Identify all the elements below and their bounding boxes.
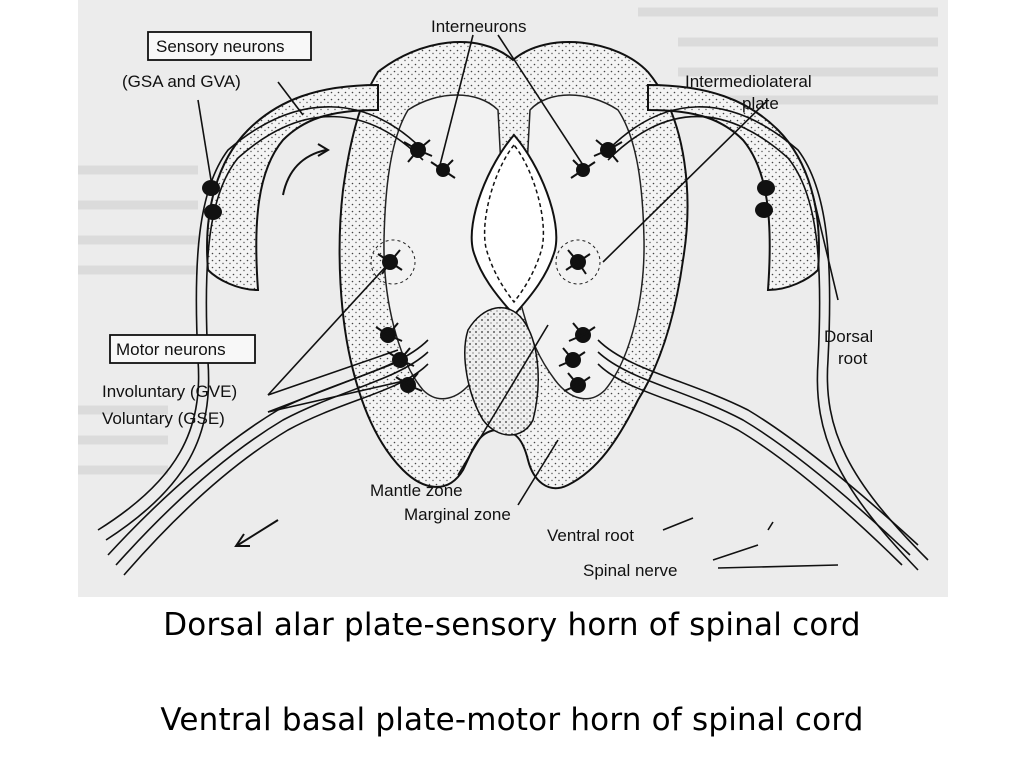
- intermediolateral-outlines: [370, 239, 601, 285]
- ventral-root-label: Ventral root: [547, 526, 634, 545]
- leader-lines: [197, 34, 839, 569]
- motor-neurons-box: [109, 334, 256, 364]
- interneurons-label: Interneurons: [431, 17, 526, 36]
- intermediolateral-label-1: Intermediolateral: [685, 72, 812, 91]
- caption-ventral-basal-plate: Ventral basal plate-motor horn of spinal…: [160, 702, 864, 738]
- caption-dorsal-alar-plate: Dorsal alar plate-sensory horn of spinal…: [163, 607, 861, 643]
- mantle-zone-label: Mantle zone: [370, 481, 463, 500]
- voluntary-label: Voluntary (GSE): [102, 409, 225, 428]
- dorsal-roots: [206, 83, 820, 292]
- flow-arrows: [234, 143, 330, 547]
- neurons: [375, 139, 623, 393]
- gsa-gva-label: (GSA and GVA): [122, 72, 241, 91]
- dorsal-root-label-2: root: [838, 349, 868, 368]
- involuntary-label: Involuntary (GVE): [102, 382, 237, 401]
- background-text-lines: [78, 7, 938, 475]
- sensory-neurons-label: Sensory neurons: [156, 37, 285, 56]
- marginal-zone-label: Marginal zone: [404, 505, 511, 524]
- dorsal-root-label-1: Dorsal: [824, 327, 873, 346]
- sensory-neurons-box: [147, 31, 312, 61]
- spinal-cord-diagram: Sensory neurons (GSA and GVA) Interneuro…: [78, 0, 948, 597]
- motor-neurons-label: Motor neurons: [116, 340, 226, 359]
- ganglion-cells: [202, 180, 775, 220]
- spinal-nerve-label: Spinal nerve: [583, 561, 678, 580]
- intermediolateral-label-2: plate: [742, 94, 779, 113]
